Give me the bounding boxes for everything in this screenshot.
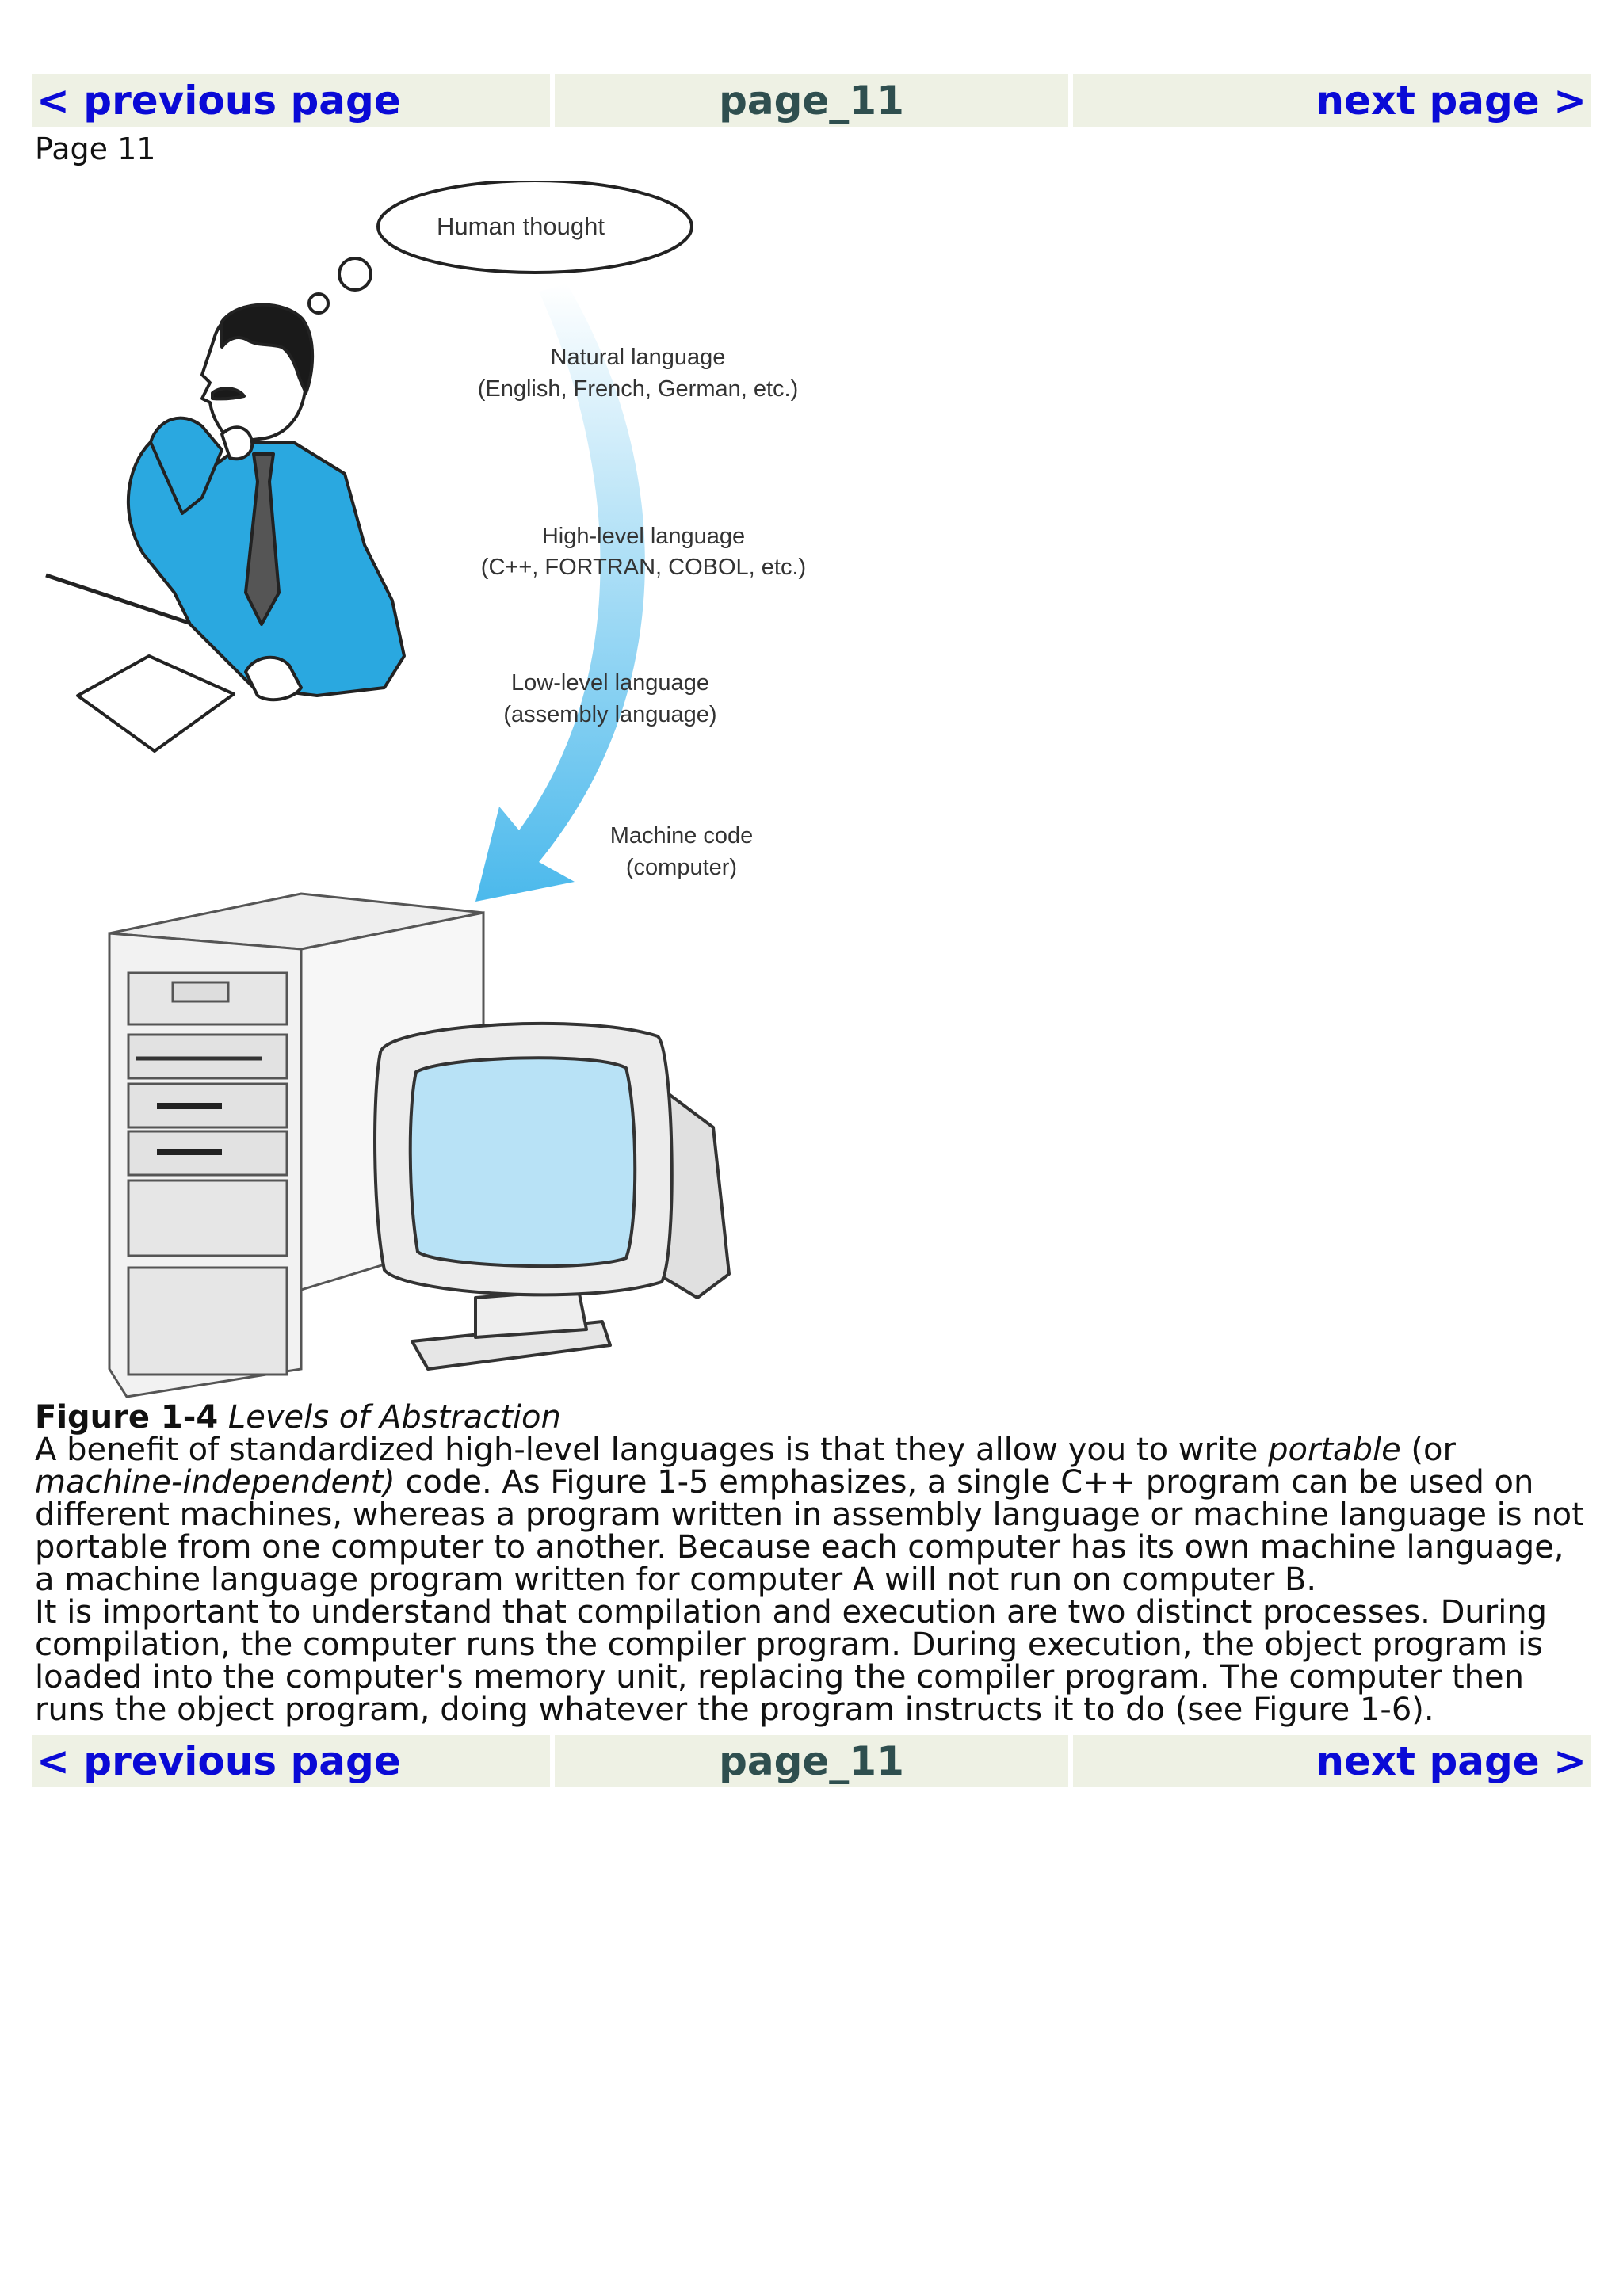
- page-label: Page 11: [35, 132, 156, 166]
- thinking-person-illustration: [45, 303, 406, 753]
- human-thought-label: Human thought: [437, 212, 605, 240]
- low-level-language-examples: (assembly language): [503, 702, 716, 727]
- bottom-nav-page-name: page_11: [555, 1735, 1068, 1787]
- figure-title: Levels of Abstraction: [227, 1399, 561, 1436]
- computer-tower-illustration: [108, 892, 485, 1398]
- bottom-nav-prev-cell: < previous page: [32, 1735, 550, 1787]
- top-nav-page-name: page_11: [555, 74, 1068, 127]
- paragraph-compilation-execution: It is important to understand that compi…: [35, 1594, 1548, 1728]
- abstraction-arrow: [475, 284, 645, 902]
- machine-code-examples: (computer): [626, 855, 737, 880]
- bottom-nav-bar: < previous page page_11 next page >: [32, 1735, 1591, 1787]
- high-level-language-label: High-level language: [542, 524, 745, 549]
- figure-number: Figure 1-4: [35, 1399, 219, 1436]
- next-page-link[interactable]: next page >: [1316, 78, 1587, 124]
- body-text: A benefit of standardized high-level lan…: [35, 1434, 1588, 1726]
- p1-text-a: A benefit of standardized high-level lan…: [35, 1432, 1269, 1468]
- bottom-nav-next-cell: next page >: [1073, 1735, 1591, 1787]
- top-nav-bar: < previous page page_11 next page >: [32, 74, 1591, 127]
- previous-page-link-bottom[interactable]: < previous page: [36, 1738, 401, 1784]
- term-portable: portable: [1268, 1432, 1401, 1468]
- top-nav-prev-cell: < previous page: [32, 74, 550, 127]
- term-machine-independent: machine-independent): [35, 1464, 395, 1501]
- paragraph-portability: A benefit of standardized high-level lan…: [35, 1434, 1588, 1596]
- p1-text-b: (or: [1400, 1432, 1456, 1468]
- next-page-link-bottom[interactable]: next page >: [1316, 1738, 1587, 1784]
- machine-code-label: Machine code: [610, 823, 754, 849]
- natural-language-label: Natural language: [551, 345, 726, 370]
- monitor-illustration: [373, 1021, 731, 1371]
- previous-page-link[interactable]: < previous page: [36, 78, 401, 124]
- p1-text-c: code. As Figure 1-5 emphasizes, a single…: [35, 1464, 1584, 1598]
- figure-levels-of-abstraction: Human thought Natural language (English,…: [32, 181, 824, 1401]
- top-nav-next-cell: next page >: [1073, 74, 1591, 127]
- figure-caption: Figure 1-4 Levels of Abstraction: [35, 1401, 561, 1434]
- high-level-language-examples: (C++, FORTRAN, COBOL, etc.): [481, 555, 806, 580]
- thought-bubble: Human thought: [307, 181, 693, 315]
- natural-language-examples: (English, French, German, etc.): [478, 376, 799, 402]
- low-level-language-label: Low-level language: [511, 670, 709, 696]
